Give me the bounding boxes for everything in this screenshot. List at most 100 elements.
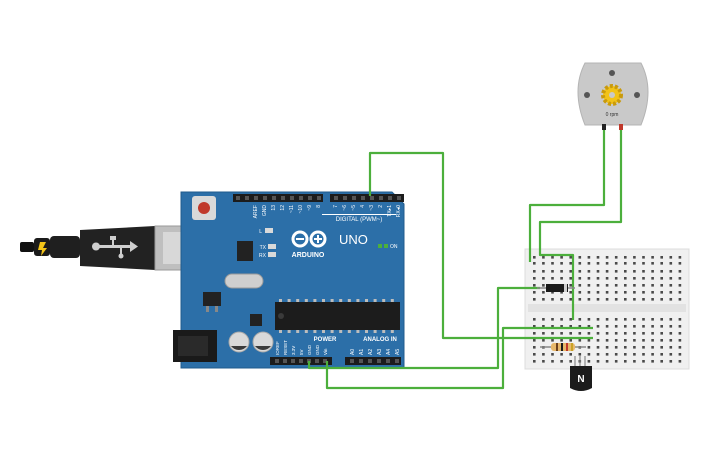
breadboard-hole[interactable] bbox=[678, 298, 682, 301]
breadboard-hole[interactable] bbox=[624, 270, 627, 273]
dc-motor[interactable]: 0 rpm bbox=[577, 62, 649, 130]
breadboard-hole[interactable] bbox=[533, 262, 536, 265]
breadboard-hole[interactable] bbox=[633, 353, 636, 356]
breadboard-hole[interactable] bbox=[660, 353, 663, 356]
breadboard-hole[interactable] bbox=[605, 256, 609, 259]
breadboard-hole[interactable] bbox=[569, 339, 572, 342]
breadboard-hole[interactable] bbox=[678, 277, 682, 280]
breadboard-hole[interactable] bbox=[678, 325, 682, 328]
breadboard-hole[interactable] bbox=[560, 353, 563, 356]
breadboard-hole[interactable] bbox=[660, 262, 663, 265]
wires[interactable] bbox=[307, 130, 623, 390]
breadboard-hole[interactable] bbox=[596, 339, 600, 342]
breadboard-hole[interactable] bbox=[669, 318, 673, 321]
breadboard-hole[interactable] bbox=[551, 291, 554, 294]
breadboard-hole[interactable] bbox=[624, 346, 627, 349]
breadboard-hole[interactable] bbox=[542, 262, 545, 265]
breadboard-hole[interactable] bbox=[533, 270, 536, 273]
breadboard-hole[interactable] bbox=[614, 298, 618, 301]
breadboard-hole[interactable] bbox=[560, 360, 563, 363]
breadboard-hole[interactable] bbox=[633, 339, 636, 342]
breadboard-hole[interactable] bbox=[569, 291, 572, 294]
breadboard-hole[interactable] bbox=[578, 262, 582, 265]
breadboard-hole[interactable] bbox=[614, 318, 618, 321]
breadboard-hole[interactable] bbox=[642, 325, 645, 328]
breadboard-hole[interactable] bbox=[533, 291, 536, 294]
breadboard-hole[interactable] bbox=[578, 256, 582, 259]
breadboard-hole[interactable] bbox=[569, 360, 572, 363]
breadboard-hole[interactable] bbox=[614, 256, 618, 259]
breadboard-hole[interactable] bbox=[533, 325, 536, 328]
breadboard-hole[interactable] bbox=[542, 291, 545, 294]
breadboard-hole[interactable] bbox=[605, 360, 609, 363]
breadboard-hole[interactable] bbox=[651, 277, 654, 280]
breadboard-hole[interactable] bbox=[605, 284, 609, 287]
breadboard-hole[interactable] bbox=[651, 291, 654, 294]
breadboard-hole[interactable] bbox=[642, 256, 645, 259]
header-hole[interactable] bbox=[317, 196, 321, 200]
breadboard-hole[interactable] bbox=[660, 270, 663, 273]
breadboard-hole[interactable] bbox=[642, 346, 645, 349]
breadboard-hole[interactable] bbox=[605, 318, 609, 321]
breadboard-hole[interactable] bbox=[678, 332, 682, 335]
breadboard-hole[interactable] bbox=[633, 298, 636, 301]
breadboard-hole[interactable] bbox=[651, 346, 654, 349]
breadboard-hole[interactable] bbox=[542, 270, 545, 273]
breadboard-hole[interactable] bbox=[678, 284, 682, 287]
breadboard-hole[interactable] bbox=[669, 291, 673, 294]
breadboard-hole[interactable] bbox=[578, 277, 582, 280]
breadboard-hole[interactable] bbox=[542, 353, 545, 356]
breadboard-hole[interactable] bbox=[596, 353, 600, 356]
breadboard-hole[interactable] bbox=[569, 277, 572, 280]
breadboard-hole[interactable] bbox=[587, 332, 591, 335]
breadboard-hole[interactable] bbox=[569, 270, 572, 273]
breadboard-hole[interactable] bbox=[551, 262, 554, 265]
breadboard-hole[interactable] bbox=[533, 360, 536, 363]
breadboard-hole[interactable] bbox=[651, 360, 654, 363]
resistor[interactable] bbox=[540, 343, 586, 351]
breadboard-hole[interactable] bbox=[614, 277, 618, 280]
breadboard-hole[interactable] bbox=[633, 360, 636, 363]
breadboard-hole[interactable] bbox=[587, 360, 591, 363]
breadboard-hole[interactable] bbox=[569, 318, 572, 321]
header-hole[interactable] bbox=[254, 196, 258, 200]
breadboard-hole[interactable] bbox=[651, 318, 654, 321]
breadboard-hole[interactable] bbox=[605, 346, 609, 349]
breadboard-hole[interactable] bbox=[669, 277, 673, 280]
breadboard-hole[interactable] bbox=[678, 256, 682, 259]
breadboard-hole[interactable] bbox=[651, 262, 654, 265]
breadboard-hole[interactable] bbox=[642, 353, 645, 356]
breadboard-hole[interactable] bbox=[651, 270, 654, 273]
breadboard-hole[interactable] bbox=[669, 256, 673, 259]
breadboard-hole[interactable] bbox=[596, 262, 600, 265]
breadboard-hole[interactable] bbox=[560, 332, 563, 335]
breadboard-hole[interactable] bbox=[560, 270, 563, 273]
breadboard-hole[interactable] bbox=[533, 353, 536, 356]
breadboard-hole[interactable] bbox=[596, 346, 600, 349]
breadboard-hole[interactable] bbox=[669, 298, 673, 301]
breadboard-hole[interactable] bbox=[642, 284, 645, 287]
header-hole[interactable] bbox=[275, 359, 279, 363]
breadboard-hole[interactable] bbox=[651, 298, 654, 301]
breadboard-hole[interactable] bbox=[542, 360, 545, 363]
breadboard-hole[interactable] bbox=[605, 270, 609, 273]
breadboard-hole[interactable] bbox=[660, 346, 663, 349]
breadboard-hole[interactable] bbox=[614, 346, 618, 349]
breadboard-hole[interactable] bbox=[533, 277, 536, 280]
breadboard-hole[interactable] bbox=[614, 325, 618, 328]
diode[interactable] bbox=[537, 284, 575, 292]
breadboard-hole[interactable] bbox=[533, 346, 536, 349]
breadboard-hole[interactable] bbox=[660, 256, 663, 259]
npn-transistor[interactable]: N bbox=[570, 356, 592, 391]
breadboard-hole[interactable] bbox=[578, 298, 582, 301]
breadboard-hole[interactable] bbox=[578, 353, 582, 356]
header-hole[interactable] bbox=[263, 196, 267, 200]
breadboard-hole[interactable] bbox=[569, 298, 572, 301]
breadboard-hole[interactable] bbox=[660, 291, 663, 294]
breadboard-hole[interactable] bbox=[533, 298, 536, 301]
breadboard-hole[interactable] bbox=[660, 339, 663, 342]
breadboard-hole[interactable] bbox=[587, 353, 591, 356]
breadboard-hole[interactable] bbox=[542, 332, 545, 335]
breadboard-hole[interactable] bbox=[542, 298, 545, 301]
breadboard-hole[interactable] bbox=[624, 291, 627, 294]
